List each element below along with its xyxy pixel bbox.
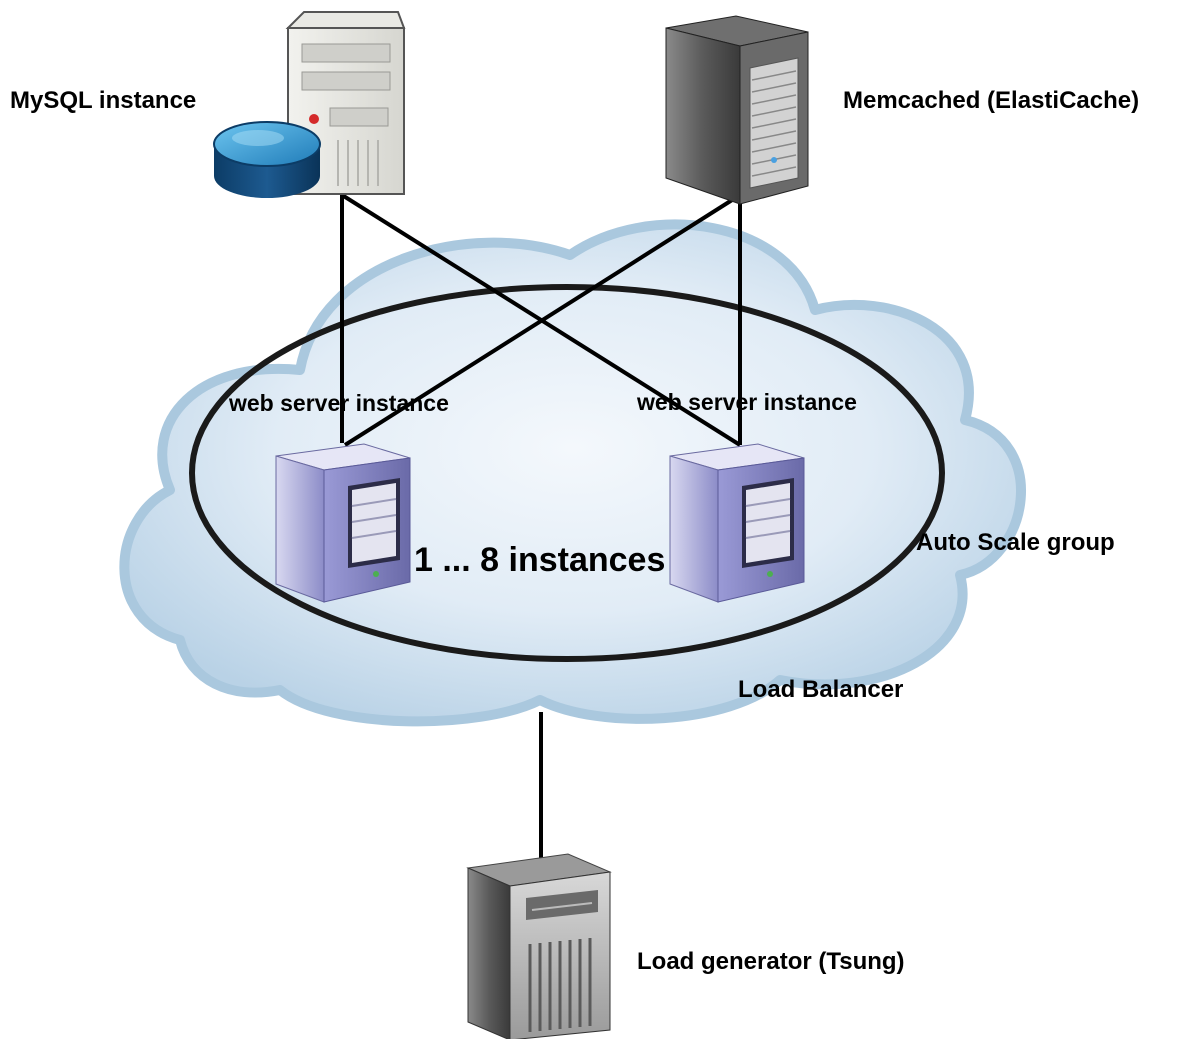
load-generator-server-icon bbox=[466, 852, 612, 1039]
auto-scale-group-ellipse bbox=[189, 284, 945, 662]
auto-scale-group-label: Auto Scale group bbox=[916, 529, 1115, 556]
web-server-left-icon bbox=[275, 443, 411, 603]
web-server-right-icon bbox=[669, 443, 805, 603]
load-balancer-label: Load Balancer bbox=[738, 676, 904, 703]
connector-lines bbox=[340, 193, 742, 870]
memcached-server-icon bbox=[665, 15, 809, 205]
web-server-right-label: web server instance bbox=[637, 389, 857, 415]
instance-count-label: 1 ... 8 instances bbox=[414, 541, 666, 579]
load-generator-label: Load generator (Tsung) bbox=[637, 948, 905, 975]
mysql-instance-label: MySQL instance bbox=[10, 87, 197, 114]
edge-memcached-web-left bbox=[343, 193, 742, 447]
database-icon bbox=[213, 121, 321, 198]
load-balancer-cloud bbox=[119, 219, 1026, 727]
memcached-label: Memcached (ElastiCache) bbox=[843, 87, 1140, 114]
web-server-left-label: web server instance bbox=[229, 390, 449, 416]
